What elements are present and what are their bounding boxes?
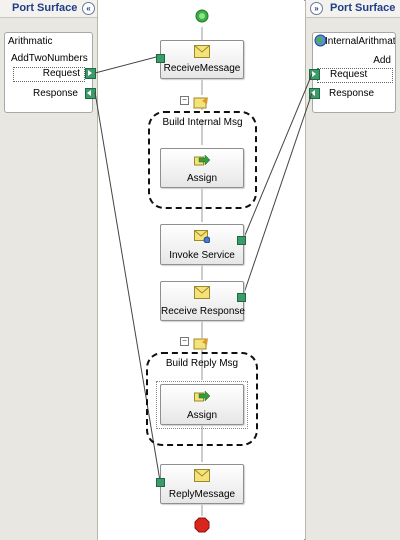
right-port-surface: » Port Surface InternalArithmatic... Add… bbox=[305, 0, 400, 540]
shape-label: Receive Response bbox=[161, 306, 245, 317]
response-label: Response bbox=[32, 88, 78, 99]
port-internal-arithmatic[interactable]: InternalArithmatic... Add Request Respon… bbox=[312, 32, 396, 113]
scope-title: Build Internal Msg bbox=[162, 117, 243, 128]
end-shape-icon[interactable] bbox=[194, 517, 210, 533]
left-surface-title: Port Surface bbox=[12, 2, 78, 14]
assign-arrow-icon bbox=[194, 390, 210, 402]
selection-outline bbox=[156, 381, 248, 429]
send-message-icon bbox=[194, 230, 210, 243]
build-internal-msg-scope[interactable]: Build Internal Msg bbox=[148, 111, 257, 209]
response-port-connector[interactable] bbox=[309, 88, 320, 99]
request-message-box[interactable]: Request bbox=[13, 67, 85, 82]
shape-label: Invoke Service bbox=[169, 250, 235, 261]
receive-response-shape[interactable]: Receive Response bbox=[160, 281, 246, 321]
assign-shape[interactable]: Assign bbox=[160, 384, 244, 425]
request-port-connector[interactable] bbox=[309, 69, 320, 80]
operation-connector[interactable] bbox=[237, 236, 246, 245]
start-shape-icon[interactable] bbox=[195, 9, 209, 23]
response-port-connector[interactable] bbox=[85, 88, 96, 99]
operation-name: Add bbox=[373, 55, 391, 66]
port-name: InternalArithmatic... bbox=[325, 36, 396, 47]
construct-message-icon bbox=[193, 338, 208, 350]
port-arithmatic[interactable]: Arithmatic AddTwoNumbers Request Respons… bbox=[4, 32, 93, 113]
globe-port-icon bbox=[314, 34, 327, 47]
response-label: Response bbox=[329, 88, 375, 99]
invoke-service-shape[interactable]: Invoke Service bbox=[160, 224, 246, 265]
operation-connector[interactable] bbox=[237, 293, 246, 302]
collapse-left-surface-icon[interactable]: « bbox=[82, 2, 95, 15]
request-port-connector[interactable] bbox=[85, 68, 96, 79]
reply-message-shape[interactable]: ReplyMessage bbox=[156, 464, 244, 504]
collapse-toggle-icon[interactable]: − bbox=[180, 337, 189, 346]
operation-connector[interactable] bbox=[156, 54, 165, 63]
assign-shape[interactable]: Assign bbox=[160, 148, 244, 188]
shape-label: Assign bbox=[186, 410, 217, 421]
envelope-icon bbox=[194, 469, 210, 482]
receive-message-shape[interactable]: ReceiveMessage bbox=[156, 40, 244, 79]
request-message-box[interactable]: Request bbox=[317, 68, 393, 83]
orchestration-canvas bbox=[98, 0, 304, 540]
shape-label: ReplyMessage bbox=[168, 489, 236, 500]
right-surface-header: » Port Surface bbox=[306, 0, 400, 18]
operation-name: AddTwoNumbers bbox=[11, 53, 88, 64]
right-surface-title: Port Surface bbox=[330, 2, 396, 14]
expand-right-surface-icon[interactable]: » bbox=[310, 2, 323, 15]
scope-title: Build Reply Msg bbox=[165, 358, 239, 369]
request-label: Request bbox=[42, 68, 80, 79]
operation-connector[interactable] bbox=[156, 478, 165, 487]
shape-label: ReceiveMessage bbox=[163, 63, 241, 74]
assign-arrow-icon bbox=[194, 154, 210, 166]
left-surface-header: Port Surface « bbox=[0, 0, 97, 18]
collapse-toggle-icon[interactable]: − bbox=[180, 96, 189, 105]
envelope-icon bbox=[194, 286, 210, 299]
port-name: Arithmatic bbox=[8, 36, 53, 47]
shape-label: Assign bbox=[186, 173, 217, 184]
left-port-surface: Port Surface « Arithmatic AddTwoNumbers … bbox=[0, 0, 98, 540]
envelope-icon bbox=[194, 45, 210, 58]
construct-message-icon bbox=[193, 97, 208, 109]
request-label: Request bbox=[330, 69, 368, 80]
build-reply-msg-scope[interactable]: Build Reply Msg bbox=[146, 352, 258, 446]
